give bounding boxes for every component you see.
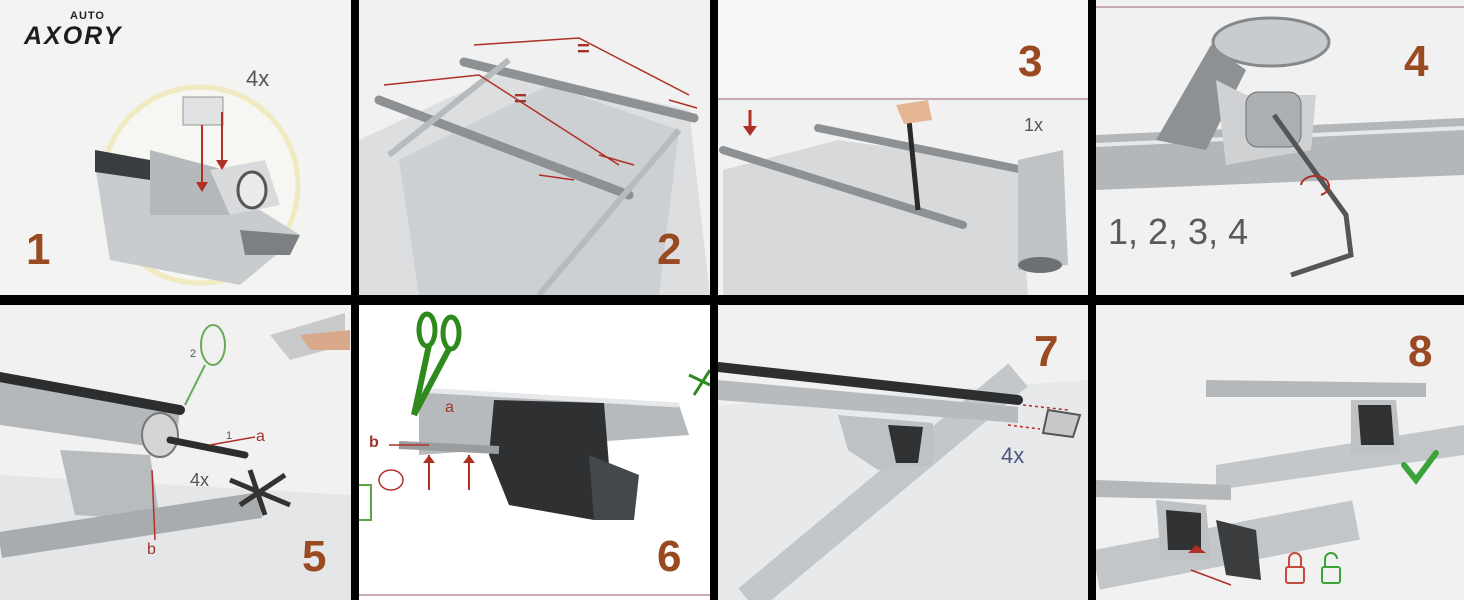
step-2-equal-mark-top: = [577,36,590,61]
step-6-label-a: a [445,399,454,416]
step-1-panel: AUTO AXORY 4x 1 [0,0,351,295]
step-5-number: 5 [302,532,327,581]
step-2-panel: = = 2 [359,0,710,295]
step-7-quantity: 4x [1001,443,1025,468]
step-7-illustration [718,362,1088,600]
step-5-panel: a b 1 2 4x 5 [0,305,351,600]
step-7-panel: 4x 7 [718,305,1088,600]
step-8-illustration [1096,380,1464,590]
step-3-illustration [718,0,1088,295]
step-5-cut-1: 1 [226,430,233,442]
step-1-number: 1 [26,225,51,274]
step-8-number: 8 [1408,327,1433,376]
step-5-label-b: b [147,541,156,558]
step-4-panel: 1, 2, 3, 4 4 [1096,0,1464,295]
step-3-quantity: 1x [1024,115,1044,135]
brand-small-text: AUTO [70,10,105,22]
step-5-quantity: 4x [190,470,210,490]
step-7-number: 7 [1034,327,1059,376]
step-6-illustration [359,311,710,596]
step-6-panel: a b 6 [359,305,710,600]
brand-logo: AUTO AXORY [24,10,164,50]
step-1-illustration [95,84,301,286]
step-2-equal-mark-mid: = [514,86,527,111]
step-3-number: 3 [1018,37,1043,86]
step-5-cut-2: 2 [190,348,197,360]
step-5-illustration [0,313,351,600]
step-4-illustration [1096,6,1464,278]
step-4-sequence: 1, 2, 3, 4 [1108,211,1249,252]
step-5-label-a: a [256,428,265,445]
step-1-quantity: 4x [246,66,270,91]
step-2-illustration [359,37,710,295]
step-6-label-b: b [369,434,379,451]
brand-name: AXORY [24,22,123,50]
step-4-number: 4 [1404,37,1429,86]
step-8-panel: 8 [1096,305,1464,600]
step-3-panel: 1x 3 [718,0,1088,295]
step-2-number: 2 [657,225,682,274]
step-6-number: 6 [657,532,682,581]
